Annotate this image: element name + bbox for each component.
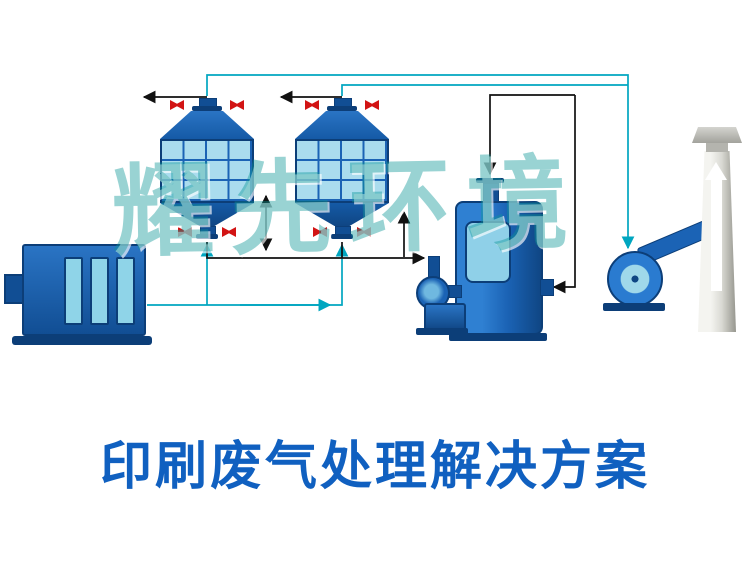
centrifugal-fan xyxy=(607,251,663,307)
oxidizer-cell-2 xyxy=(90,257,109,325)
tower-sight-window xyxy=(465,221,511,283)
valve-icon xyxy=(305,100,319,110)
chimney-up-arrow-stem xyxy=(711,179,722,291)
filter2-top-flange xyxy=(327,106,357,111)
filter1-bottom-flange xyxy=(196,234,218,239)
filter2-hood xyxy=(295,111,389,139)
valve-icon xyxy=(170,100,184,110)
valve-icon xyxy=(357,227,371,237)
valve-icon xyxy=(222,227,236,237)
flow-line-teal-top-loop xyxy=(206,74,635,250)
oxidizer-cell-1 xyxy=(64,257,83,325)
tower-side-port xyxy=(540,279,554,296)
oxidizer-base xyxy=(12,336,152,345)
chimney-up-arrow-icon xyxy=(705,162,727,180)
fan-base xyxy=(603,303,665,311)
flow-line-to-pump xyxy=(206,242,426,265)
valve-icon xyxy=(313,227,327,237)
filter1-body xyxy=(160,139,254,203)
filter1-hood xyxy=(160,111,254,139)
valve-icon xyxy=(230,100,244,110)
filter2-body xyxy=(295,139,389,203)
valve-icon xyxy=(365,100,379,110)
filter1-top-flange xyxy=(192,106,222,111)
spray-tower xyxy=(455,201,543,335)
chimney-cap xyxy=(692,127,742,143)
filter2-bottom-flange xyxy=(331,234,353,239)
flow-line-return xyxy=(552,95,576,294)
page-title: 印刷废气处理解决方案 xyxy=(99,439,650,496)
flow-line-teal-top-loop-2 xyxy=(341,84,628,96)
oxidizer-cell-3 xyxy=(116,257,135,325)
flow-line-teal-mid xyxy=(147,243,349,306)
oxidizer-unit xyxy=(22,244,146,336)
valve-icon xyxy=(178,227,192,237)
tower-base xyxy=(449,333,547,341)
tower-top-pipe xyxy=(483,183,499,203)
flow-line-tower-feed xyxy=(483,94,575,176)
filter2-hopper xyxy=(295,203,389,226)
pump-base xyxy=(416,328,468,335)
chimney-neck xyxy=(706,143,728,152)
filter1-hopper xyxy=(160,203,254,226)
